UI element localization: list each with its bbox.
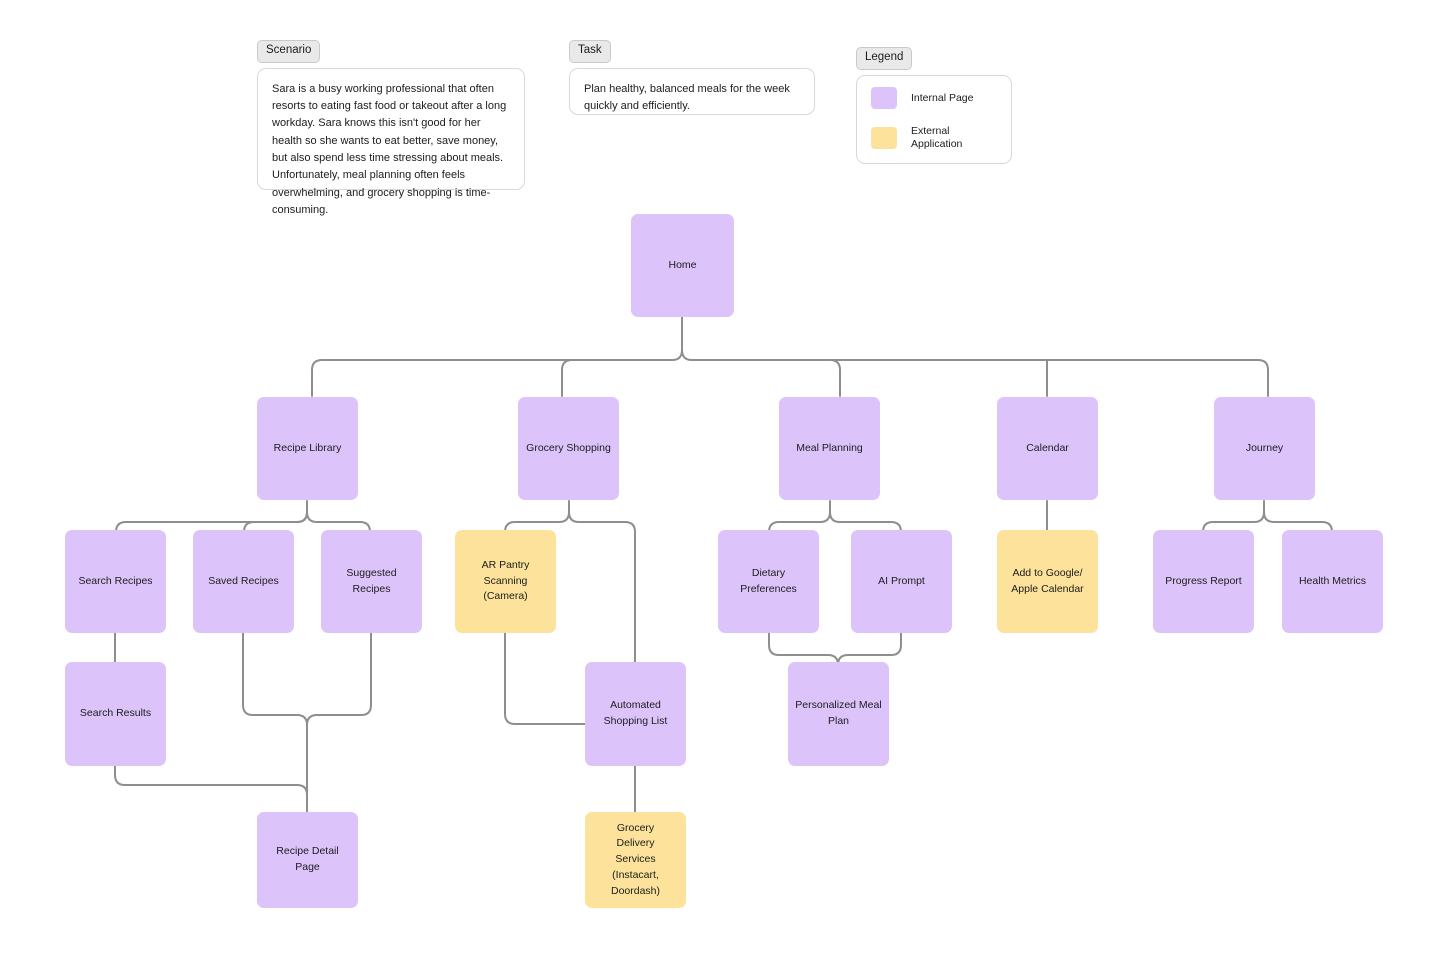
node-recipe-library-label: Recipe Library — [273, 441, 342, 454]
edge-bus-to-grocery-shopping — [561, 359, 573, 397]
edge-bus-to-recipe-library — [311, 349, 683, 397]
edge-ai-prompt-to-meal-plan — [837, 632, 902, 666]
edge-recipe-library-to-suggested-recipes — [306, 511, 371, 533]
legend-item-external-application: External Application — [871, 125, 997, 150]
node-journey[interactable]: Journey — [1214, 397, 1315, 500]
node-suggested-recipes-label: Suggested Recipes — [346, 566, 397, 595]
edge-dietary-preferences-to-meal-plan — [768, 632, 839, 666]
node-add-to-calendar[interactable]: Add to Google/ Apple Calendar — [997, 530, 1098, 633]
node-meal-planning[interactable]: Meal Planning — [779, 397, 880, 500]
legend-item-internal-page: Internal Page — [871, 87, 997, 110]
node-grocery-shopping[interactable]: Grocery Shopping — [518, 397, 619, 500]
node-dietary-preferences[interactable]: Dietary Preferences — [718, 530, 819, 633]
node-health-metrics-label: Health Metrics — [1298, 574, 1367, 587]
node-progress-report[interactable]: Progress Report — [1153, 530, 1254, 633]
edge-grocery-shopping-to-shopping-list — [568, 511, 636, 663]
legend-body: Internal Page External Application — [856, 74, 1012, 164]
node-search-recipes-label: Search Recipes — [78, 574, 153, 587]
node-ar-pantry-scanning-label: AR Pantry Scanning (Camera) — [481, 558, 530, 603]
node-grocery-delivery-services[interactable]: Grocery Delivery Services (Instacart, Do… — [585, 812, 686, 908]
edge-search-results-to-recipe-detail — [114, 765, 308, 813]
node-search-recipes[interactable]: Search Recipes — [65, 530, 166, 633]
node-recipe-library[interactable]: Recipe Library — [257, 397, 358, 500]
edge-suggested-recipes-to-recipe-detail — [306, 632, 372, 813]
node-add-to-calendar-label: Add to Google/ Apple Calendar — [1011, 566, 1084, 595]
node-recipe-detail-page-label: Recipe Detail Page — [276, 845, 339, 873]
legend-label-external-application: External Application — [911, 125, 963, 150]
edge-grocery-shopping-to-ar-pantry — [504, 500, 570, 533]
node-suggested-recipes[interactable]: Suggested Recipes — [321, 530, 422, 633]
node-ai-prompt-label: AI Prompt — [878, 574, 925, 587]
legend-label-internal-page: Internal Page — [911, 92, 974, 105]
node-home-label: Home — [668, 258, 697, 271]
node-home[interactable]: Home — [631, 214, 734, 317]
legend-swatch-internal-page — [871, 87, 897, 110]
node-automated-shopping-list-label: Automated Shopping List — [603, 699, 668, 727]
node-ai-prompt[interactable]: AI Prompt — [851, 530, 952, 633]
node-grocery-delivery-services-label: Grocery Delivery Services (Instacart, Do… — [610, 821, 661, 897]
edge-bus-to-meal-planning — [829, 359, 841, 397]
edge-recipe-library-to-search-recipes — [115, 500, 308, 533]
edge-meal-planning-to-ai-prompt — [829, 511, 902, 533]
node-grocery-shopping-label: Grocery Shopping — [526, 441, 611, 454]
node-meal-planning-label: Meal Planning — [796, 441, 863, 454]
edge-saved-recipes-to-recipe-detail — [242, 632, 308, 813]
edge-journey-to-progress-report — [1202, 500, 1265, 533]
task-pill-label: Task — [569, 40, 611, 63]
edge-meal-planning-to-dietary-preferences — [768, 500, 831, 533]
node-dietary-preferences-label: Dietary Preferences — [740, 566, 797, 595]
scenario-pill-label: Scenario — [257, 40, 321, 63]
node-automated-shopping-list[interactable]: Automated Shopping List — [585, 662, 686, 766]
node-health-metrics[interactable]: Health Metrics — [1282, 530, 1383, 633]
edge-journey-to-health-metrics — [1263, 511, 1333, 533]
node-search-results[interactable]: Search Results — [65, 662, 166, 766]
edge-home-to-bus — [681, 316, 1269, 397]
scenario-panel: Scenario Sara is a busy working professi… — [257, 40, 525, 216]
node-calendar-label: Calendar — [1026, 441, 1069, 454]
edge-recipe-library-to-saved-recipes — [243, 511, 308, 533]
legend-pill-label: Legend — [856, 47, 913, 70]
scenario-text: Sara is a busy working professional that… — [257, 67, 525, 216]
node-calendar[interactable]: Calendar — [997, 397, 1098, 500]
node-journey-label: Journey — [1245, 441, 1284, 454]
legend-panel: Legend Internal Page External Applicatio… — [856, 47, 1012, 164]
node-recipe-detail-page[interactable]: Recipe Detail Page — [257, 812, 358, 908]
node-ar-pantry-scanning[interactable]: AR Pantry Scanning (Camera) — [455, 530, 556, 633]
node-saved-recipes[interactable]: Saved Recipes — [193, 530, 294, 633]
node-personalized-meal-plan[interactable]: Personalized Meal Plan — [788, 662, 889, 766]
node-saved-recipes-label: Saved Recipes — [208, 574, 279, 587]
task-text: Plan healthy, balanced meals for the wee… — [569, 67, 815, 115]
node-personalized-meal-plan-label: Personalized Meal Plan — [795, 699, 882, 727]
node-progress-report-label: Progress Report — [1165, 574, 1242, 587]
legend-swatch-external-application — [871, 127, 897, 149]
node-search-results-label: Search Results — [79, 707, 152, 720]
task-panel: Task Plan healthy, balanced meals for th… — [569, 40, 815, 115]
